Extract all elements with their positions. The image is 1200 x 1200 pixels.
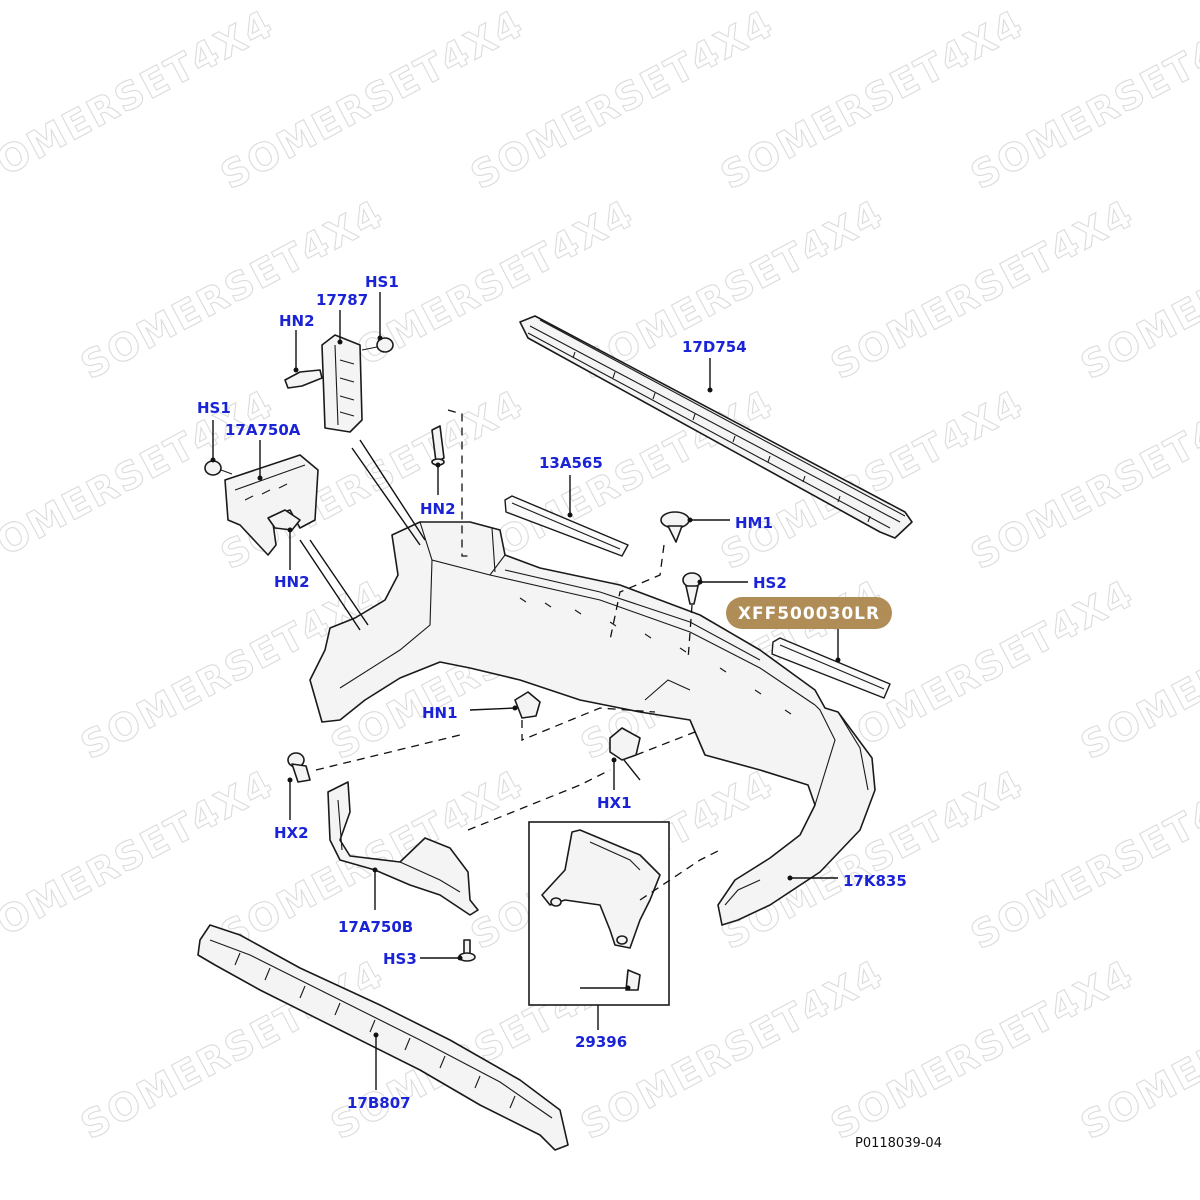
callout-hn2-low[interactable]: HN2 [274, 573, 310, 591]
leader-dots [210, 335, 841, 1038]
callout-17a750b[interactable]: 17A750B [338, 918, 413, 936]
part-17b807-absorber [197, 924, 569, 1151]
part-hn2-stud-low [267, 509, 301, 531]
part-hs1-screw-left [204, 460, 233, 476]
callout-hs3[interactable]: HS3 [383, 950, 417, 968]
part-reflector-right [771, 637, 891, 699]
leader-lines [212, 292, 839, 1090]
callout-29396[interactable]: 29396 [575, 1033, 627, 1051]
figure-reference: P0118039-04 [855, 1136, 942, 1151]
part-hs1-screw-top [361, 337, 394, 353]
part-hn2-stud-top [284, 369, 323, 389]
callout-13a565[interactable]: 13A565 [539, 454, 603, 472]
inset-29396-box [528, 821, 670, 1006]
callout-17787[interactable]: 17787 [316, 291, 368, 309]
part-17a750b-bracket [327, 781, 479, 916]
part-17a750a-bracket [224, 454, 319, 556]
highlight-part-badge[interactable]: XFF500030LR [726, 597, 892, 629]
assembly-dashed-lines [315, 409, 721, 901]
part-hn1-clip [514, 691, 541, 719]
part-hx2-clip [287, 752, 311, 783]
part-13a565-reflector [504, 495, 629, 557]
callout-hx1[interactable]: HX1 [597, 794, 632, 812]
callout-17k835[interactable]: 17K835 [843, 872, 907, 890]
callout-labels: HS1 17787 HN2 HS1 17A750A HN2 HN2 17D754… [197, 273, 907, 1112]
callout-hn1[interactable]: HN1 [422, 704, 458, 722]
callout-hs2[interactable]: HS2 [753, 574, 787, 592]
callout-hn2-top[interactable]: HN2 [279, 312, 315, 330]
part-17787-bracket [321, 334, 363, 433]
part-17d754-moulding [519, 315, 913, 539]
part-hm1-rivet [660, 511, 690, 543]
callout-hn2-mid[interactable]: HN2 [420, 500, 456, 518]
callout-17b807[interactable]: 17B807 [347, 1094, 411, 1112]
callout-hm1[interactable]: HM1 [735, 514, 773, 532]
callout-17d754[interactable]: 17D754 [682, 338, 747, 356]
callout-hs1-top[interactable]: HS1 [365, 273, 399, 291]
part-hn2-stud-mid [431, 425, 445, 466]
callout-hx2[interactable]: HX2 [274, 824, 309, 842]
part-bumper-cover [309, 521, 876, 926]
callout-17a750a[interactable]: 17A750A [225, 421, 301, 439]
part-hs2-screw [682, 572, 702, 605]
highlight-part-number: XFF500030LR [738, 604, 880, 624]
callout-hs1-left[interactable]: HS1 [197, 399, 231, 417]
